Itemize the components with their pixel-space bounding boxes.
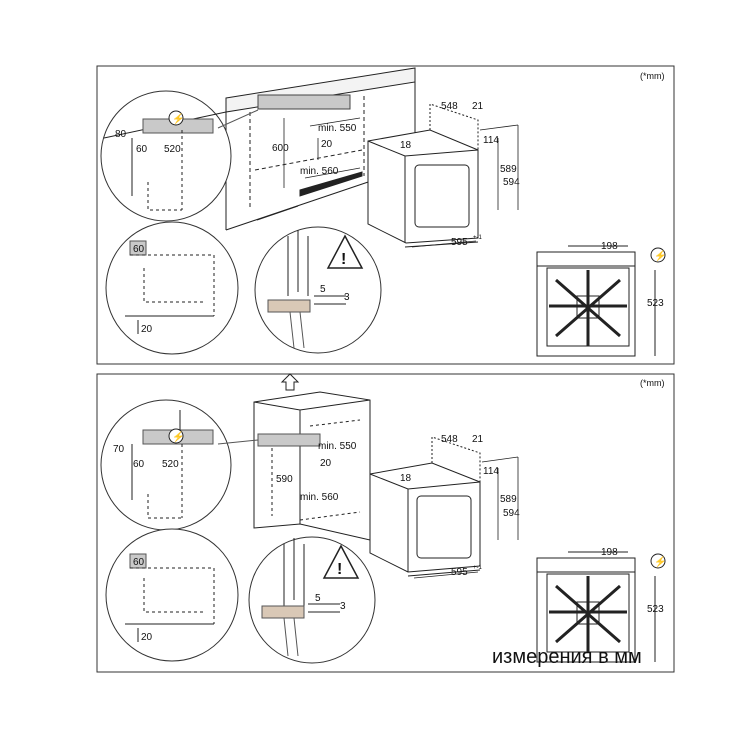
bottom-gap: 20 (141, 324, 153, 335)
top-gap: 60 (133, 557, 145, 568)
cabinet-dim-b: 60 (133, 459, 145, 470)
units-caption: измерения в мм (492, 646, 642, 668)
vent-strip (257, 433, 321, 447)
oven-depth: 548 (441, 101, 458, 112)
niche-height: 590 (276, 474, 293, 485)
svg-text:!: ! (337, 561, 342, 578)
detail-circle-warning (248, 536, 376, 664)
svg-text:⚡: ⚡ (172, 430, 184, 443)
panel-under-counter: (*mm) 600 min. 550 20 min. 560 (96, 65, 675, 365)
cabinet-dim-a: 70 (113, 444, 125, 455)
oven-right-top: 114 (483, 135, 499, 146)
side-view (536, 551, 656, 663)
side-height: 523 (647, 298, 664, 309)
up-arrow-icon (280, 373, 300, 391)
side-view (536, 245, 656, 357)
panel-frame (96, 65, 675, 365)
oven-height-b: 594 (503, 508, 520, 519)
niche-min-width: min. 560 (300, 166, 339, 177)
power-icon (168, 428, 184, 444)
bottom-gap: 20 (141, 632, 153, 643)
power-icon (168, 110, 184, 126)
svg-text:!: ! (341, 251, 346, 268)
detail-circle-gap (105, 528, 239, 662)
warning-dim-a: 5 (320, 284, 326, 295)
svg-text:⚡: ⚡ (172, 112, 184, 125)
side-power-icon (650, 553, 666, 569)
side-width: 198 (601, 241, 618, 252)
oven-door: 21 (472, 434, 484, 445)
panel-frame (96, 373, 675, 673)
side-power-icon (650, 247, 666, 263)
unit-note: (*mm) (640, 71, 665, 81)
side-height: 523 (647, 604, 664, 615)
oven-height-a: 589 (500, 164, 517, 175)
hob-cutout (257, 94, 351, 110)
oven-door: 21 (472, 101, 484, 112)
niche-height: 600 (272, 143, 289, 154)
oven-depth: 548 (441, 434, 458, 445)
oven-right-top: 114 (483, 466, 499, 477)
top-gap: 60 (133, 244, 145, 255)
oven-height-a: 589 (500, 494, 517, 505)
niche-dimensions (283, 117, 361, 188)
panel-tall-cabinet: (*mm) 590 min. 550 20 min. 560 ⚡ 70 60 5… (96, 373, 675, 673)
warning-dim-b: 3 (340, 601, 346, 612)
detail-circle-gap (105, 221, 239, 355)
niche-gap: 20 (320, 458, 332, 469)
detail-circle-top: ⚡ (100, 399, 259, 531)
cabinet-dim-c: 520 (164, 144, 181, 155)
unit-note: (*mm) (640, 378, 665, 388)
cabinet-dim-b: 60 (136, 144, 148, 155)
cabinet-dim-a: 80 (115, 129, 127, 140)
niche-min-width: min. 560 (300, 492, 339, 503)
svg-text:⚡: ⚡ (654, 249, 666, 262)
warning-icon: ! (322, 544, 360, 579)
niche-min-depth: min. 550 (318, 123, 357, 134)
warning-dim-a: 5 (315, 593, 321, 604)
oven-front (369, 436, 481, 577)
oven-height-b: 594 (503, 177, 520, 188)
niche-gap: 20 (321, 139, 333, 150)
side-width: 198 (601, 547, 618, 558)
oven-top: 18 (400, 140, 412, 151)
cabinet-dim-c: 520 (162, 459, 179, 470)
svg-text:⚡: ⚡ (654, 555, 666, 568)
tall-cabinet (253, 391, 371, 541)
oven-width-tol: +-1 (473, 235, 483, 241)
detail-circle-top: ⚡ (100, 90, 259, 222)
oven-top: 18 (400, 473, 412, 484)
warning-dim-b: 3 (344, 292, 350, 303)
detail-circle-warning (254, 226, 382, 354)
oven-width: 595 (451, 567, 468, 578)
oven-front (367, 103, 479, 248)
oven-width-tol: +-1 (473, 565, 483, 571)
niche-min-depth: min. 550 (318, 441, 357, 452)
warning-icon: ! (326, 234, 364, 269)
